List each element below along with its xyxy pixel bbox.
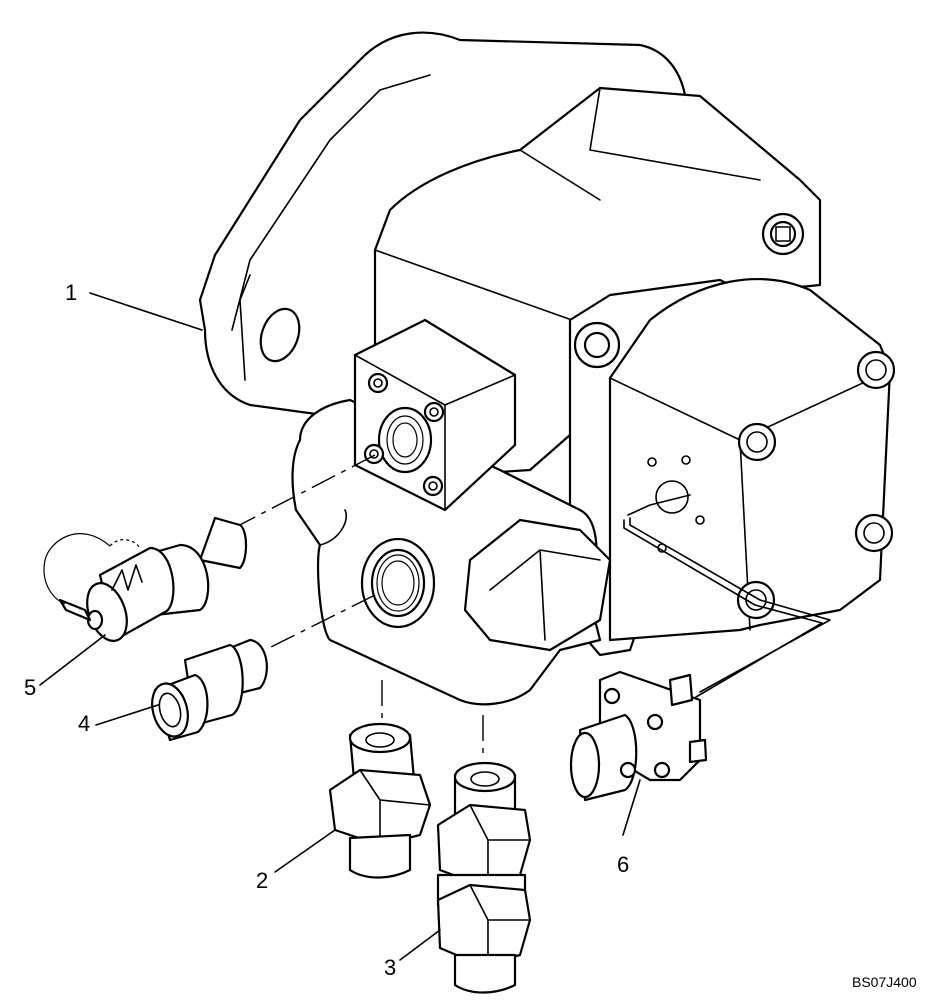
bolt-bottom-left [736, 580, 776, 620]
valve-block [291, 398, 612, 706]
bolt-mid-right [854, 513, 894, 553]
leader-lines [39, 292, 641, 961]
callout-3: 3 [384, 955, 397, 980]
callout-2: 2 [256, 868, 269, 893]
callout-5: 5 [24, 675, 37, 700]
bolt-top-right [856, 350, 896, 390]
union-fitting [151, 638, 268, 742]
double-fitting [436, 761, 532, 994]
callout-6: 6 [617, 852, 630, 877]
callout-1: 1 [65, 280, 78, 305]
manifold-block [353, 318, 517, 512]
explosion-lines [229, 454, 484, 760]
figure-reference-code: BS07J400 [852, 974, 917, 990]
pressure-sender [569, 494, 831, 802]
straight-fitting [328, 722, 432, 879]
bolt-mid-left [737, 422, 777, 462]
callout-4: 4 [78, 711, 91, 736]
quick-coupler-fitting [43, 516, 248, 642]
